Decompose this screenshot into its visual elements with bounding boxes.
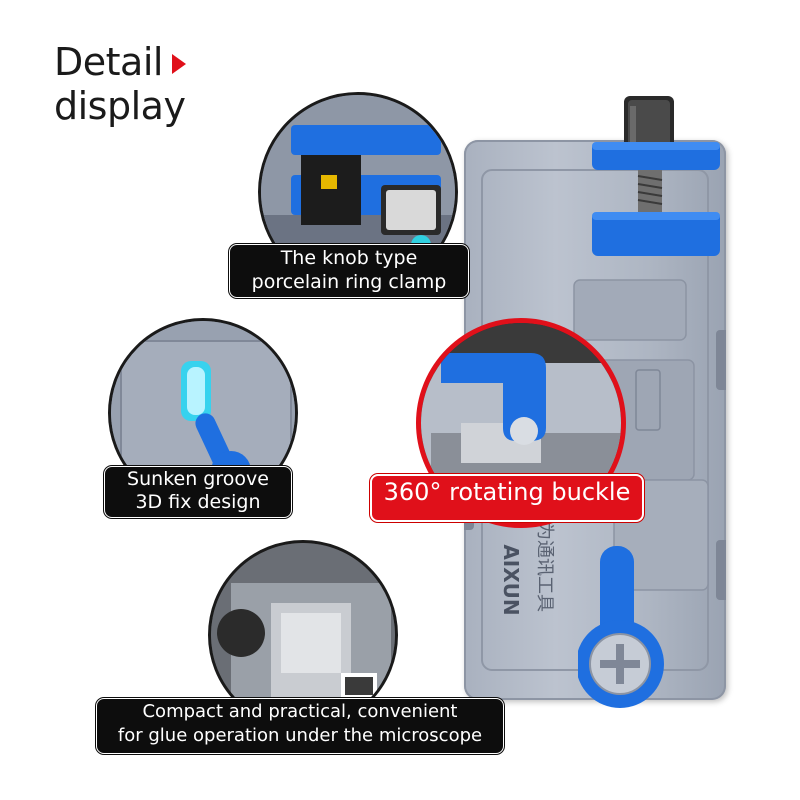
rotating-buckle-lower [578, 546, 664, 708]
play-arrow-icon [172, 54, 186, 74]
sunken-groove-line-2: 3D fix design [135, 491, 261, 513]
knob-clamp-callout: The knob type porcelain ring clamp [229, 244, 469, 298]
knob-clamp-assembly [592, 96, 720, 256]
title-line-1: Detail [54, 40, 163, 84]
sunken-groove-line-1: Sunken groove [127, 468, 269, 490]
compact-line-2: for glue operation under the microscope [117, 725, 483, 746]
compact-callout: Compact and practical, convenient for gl… [96, 698, 504, 754]
rotating-buckle-line-1: 360° rotating buckle [383, 478, 631, 506]
rotating-buckle-callout: 360° rotating buckle [370, 474, 644, 522]
compact-detail-illustration [211, 543, 395, 727]
compact-line-1: Compact and practical, convenient [142, 701, 458, 722]
title-line-2: display [54, 84, 186, 128]
sunken-groove-callout: Sunken groove 3D fix design [104, 466, 292, 518]
knob-clamp-line-2: porcelain ring clamp [251, 271, 447, 293]
knob-clamp-line-1: The knob type [280, 247, 418, 269]
svg-text:AIXUN: AIXUN [499, 544, 523, 615]
page-title: Detail display [54, 40, 186, 128]
